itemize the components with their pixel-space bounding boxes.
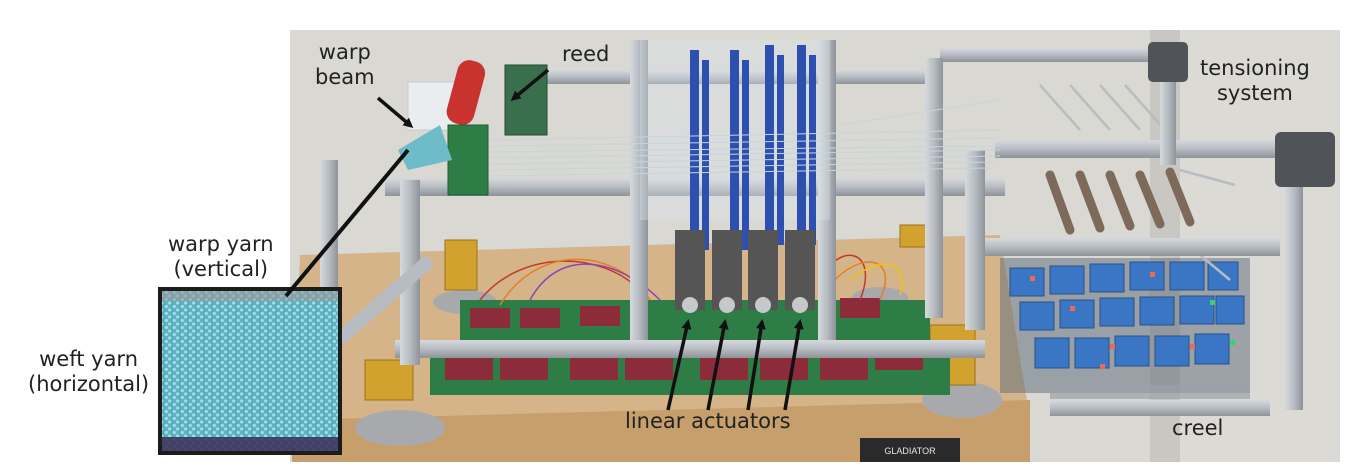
weft-yarn-label: weft yarn (horizontal) xyxy=(28,347,150,396)
tensioning-system-label: tensioning system xyxy=(1200,56,1310,105)
warp-beam-label: warp beam xyxy=(315,40,375,89)
warp-threads xyxy=(489,99,1001,177)
actuator-arrow-2 xyxy=(706,319,729,411)
linear-actuators-label: linear actuators xyxy=(625,409,791,433)
inset-pointer-line xyxy=(284,148,410,298)
warp-beam-assembly xyxy=(398,60,548,196)
actuator-arrow-3 xyxy=(746,319,766,411)
reed-label: reed xyxy=(562,42,610,66)
creel-motors xyxy=(1000,258,1250,399)
woven-fabric-inset xyxy=(158,287,342,455)
callout-arrows xyxy=(284,68,804,411)
warp-beam-arrow xyxy=(376,96,414,128)
warp-yarn-label: warp yarn (vertical) xyxy=(168,232,274,281)
actuator-arrow-4 xyxy=(783,319,804,411)
actuator-arrow-1 xyxy=(666,319,692,411)
reed-arrow xyxy=(510,68,550,101)
table-plate-text: GLADIATOR xyxy=(884,446,936,456)
aluminum-frame xyxy=(320,40,1335,416)
tensioning-springs xyxy=(1039,84,1236,281)
creel-label: creel xyxy=(1172,416,1224,440)
